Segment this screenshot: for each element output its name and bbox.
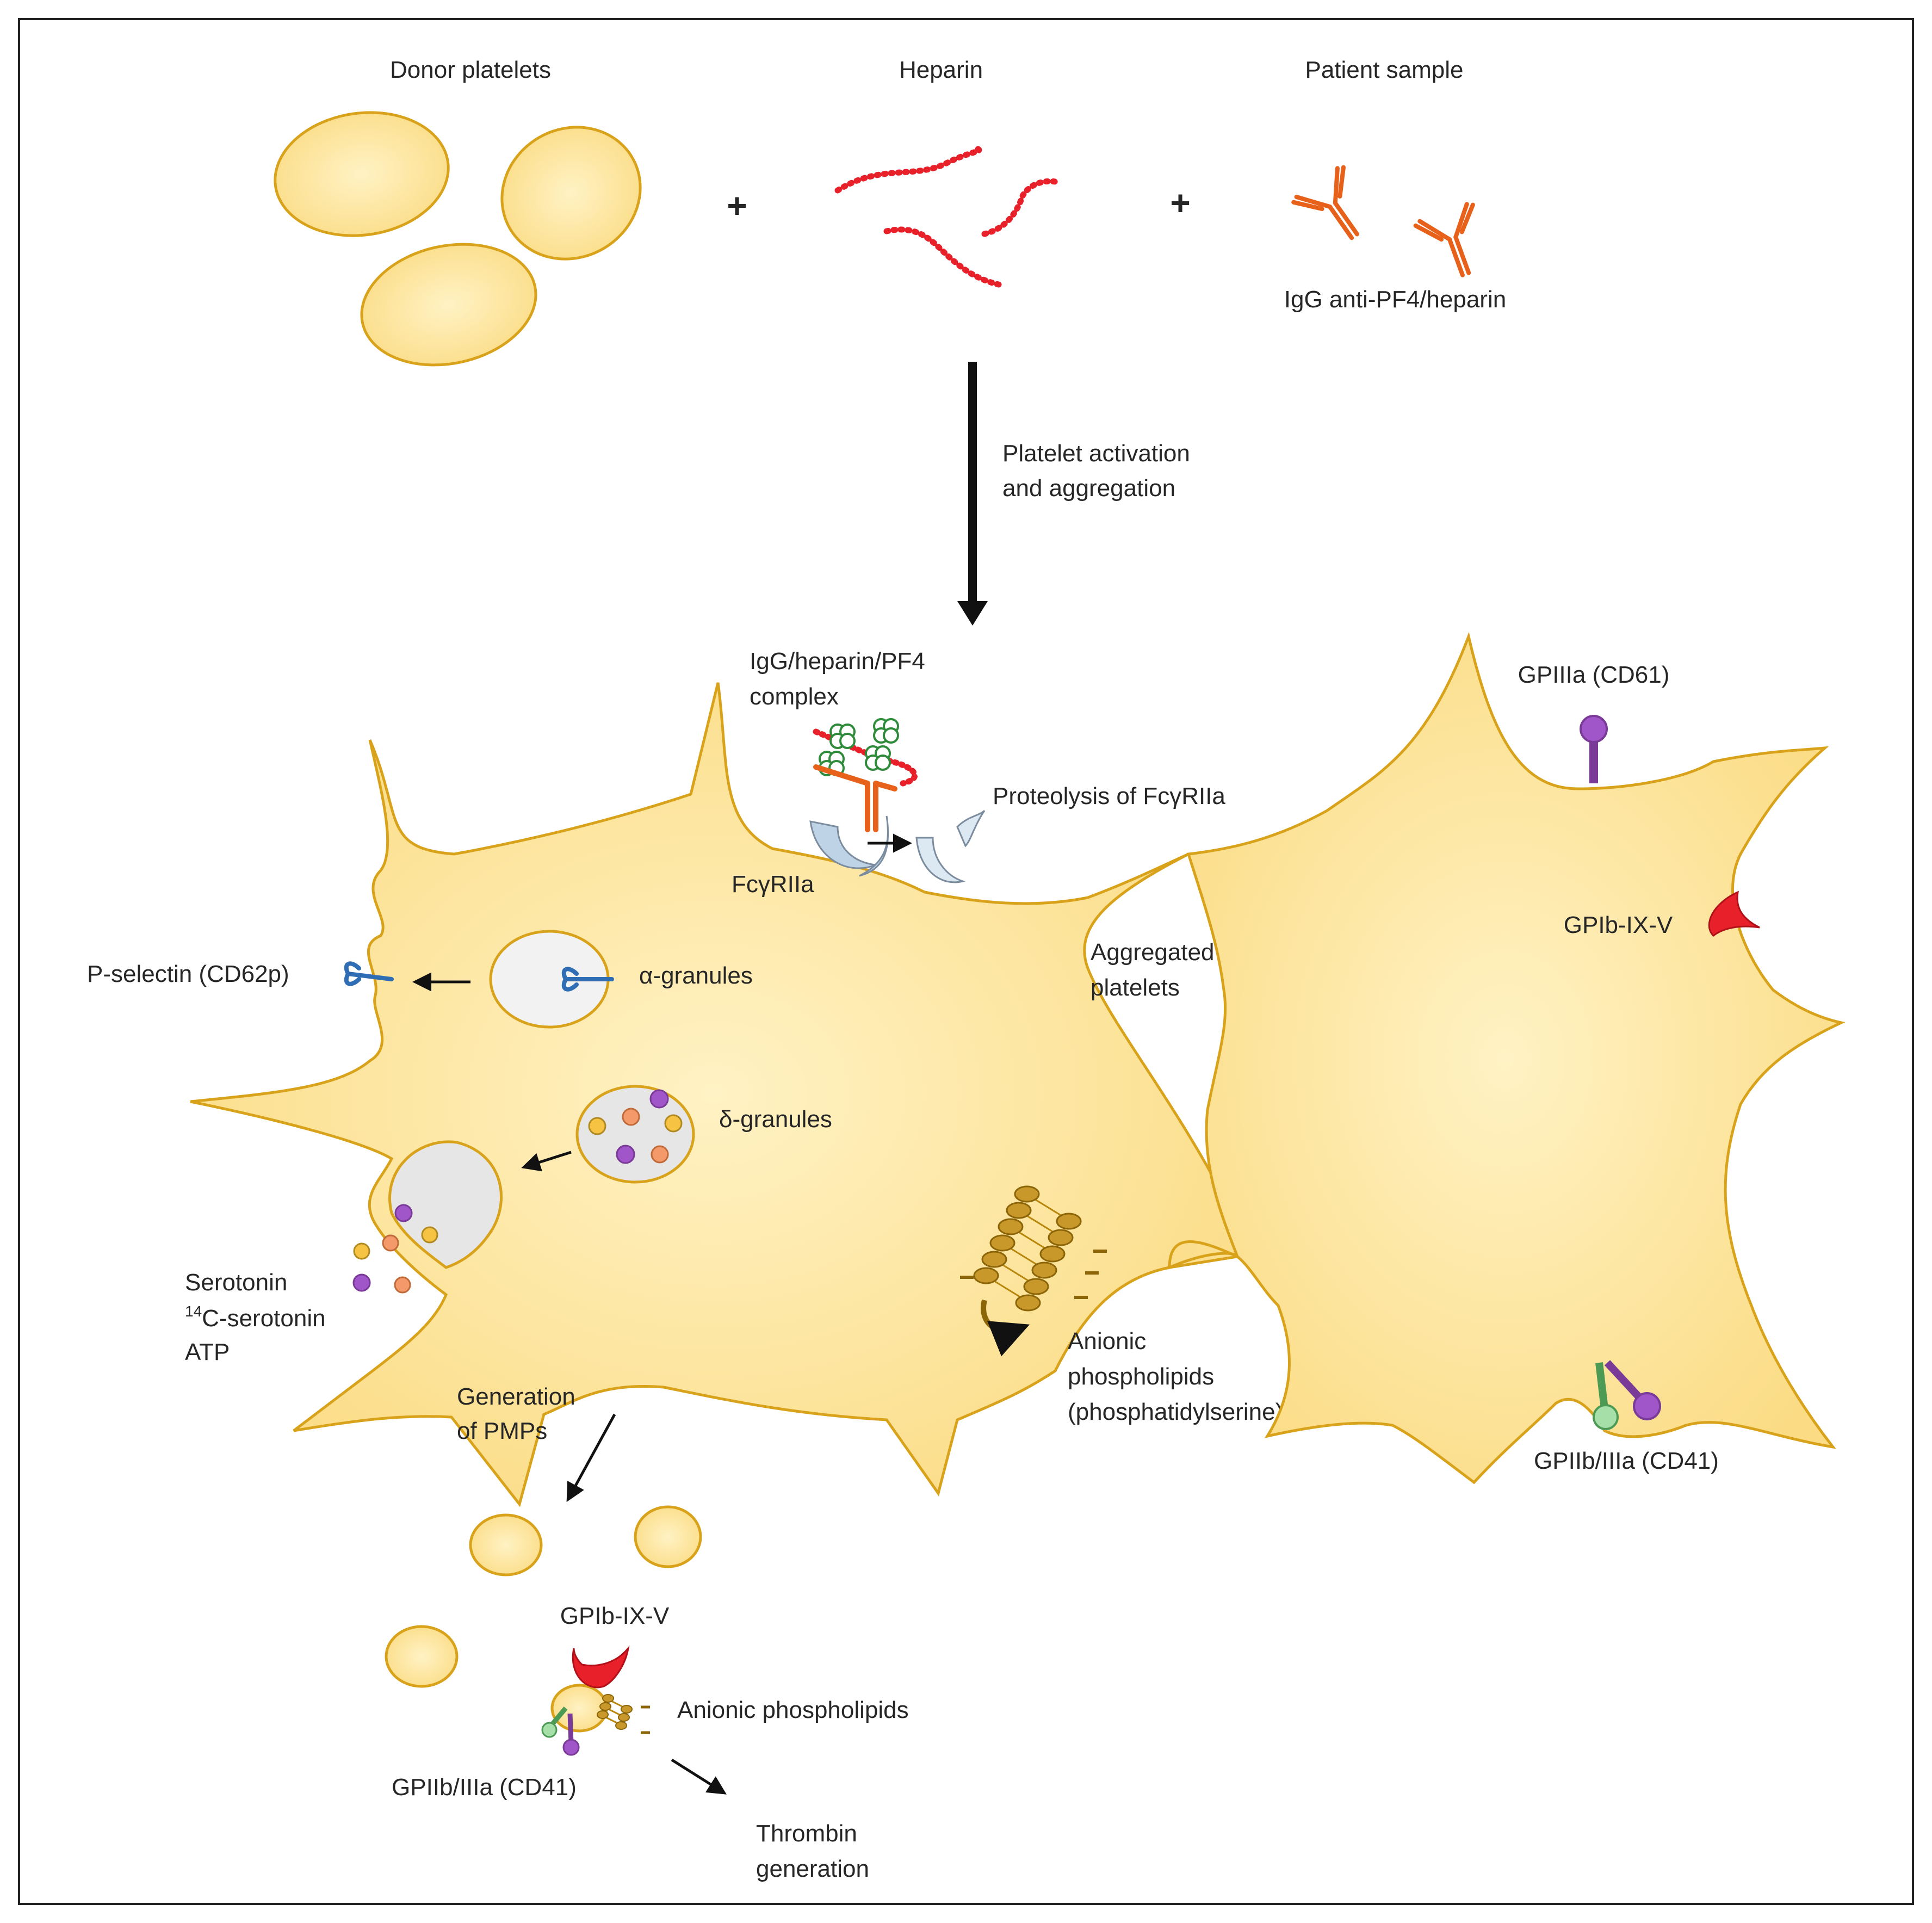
cleaved-fcgriia-fragment bbox=[956, 809, 986, 848]
surface-p-selectin-icon bbox=[344, 961, 394, 986]
anionic-label: (phosphatidylserine) bbox=[1068, 1399, 1283, 1425]
delta-granule-contents bbox=[588, 1089, 683, 1164]
c14-serotonin-label: 14C-serotonin bbox=[185, 1303, 326, 1332]
gpiib-iiia-icon bbox=[1593, 1360, 1661, 1430]
pmp-gpiib-iiia-icon bbox=[541, 1706, 580, 1756]
granule-dot bbox=[649, 1089, 669, 1109]
antibody-icon bbox=[1413, 202, 1475, 277]
flip-arrow bbox=[981, 1299, 1030, 1357]
heparin-chain bbox=[834, 145, 982, 194]
pmp-gpiib-label: GPIIb/IIIa (CD41) bbox=[392, 1774, 577, 1801]
figure-frame bbox=[18, 18, 1914, 1905]
c14-text: C-serotonin bbox=[202, 1305, 325, 1332]
heparin-chain bbox=[981, 178, 1061, 237]
pmp-label: of PMPs bbox=[457, 1418, 547, 1444]
complex-label: complex bbox=[750, 683, 839, 710]
heparin-label: Heparin bbox=[899, 57, 983, 83]
antibody-icon bbox=[1291, 165, 1359, 240]
cleaved-fcgriia-cup bbox=[915, 837, 966, 883]
alpha-granules-label: α-granules bbox=[639, 962, 753, 989]
granule-dot bbox=[352, 1273, 371, 1292]
granule-dot bbox=[382, 1234, 399, 1252]
granule-dot bbox=[616, 1145, 635, 1164]
gpib-icon bbox=[1708, 891, 1760, 937]
igg-antibodies bbox=[1291, 165, 1475, 277]
anionic-label: phospholipids bbox=[1068, 1363, 1214, 1390]
thrombin-label: generation bbox=[756, 1856, 869, 1882]
thrombin-arrow bbox=[671, 1758, 727, 1795]
pf4-tetramers bbox=[819, 718, 899, 776]
fcgriia-label: FcγRIIa bbox=[732, 871, 814, 898]
granule-dot bbox=[394, 1204, 413, 1222]
granule-dot bbox=[664, 1114, 683, 1133]
patient-sample-label: Patient sample bbox=[1305, 57, 1463, 83]
pmp-gpib-label: GPIb-IX-V bbox=[560, 1603, 670, 1629]
granule-dot bbox=[421, 1226, 438, 1244]
serotonin-label: Serotonin bbox=[185, 1269, 287, 1296]
granule-dot bbox=[588, 1117, 606, 1135]
gpiib-iiia-label: GPIIb/IIIa (CD41) bbox=[1534, 1448, 1719, 1474]
atp-label: ATP bbox=[185, 1339, 230, 1365]
p-selectin-label: P-selectin (CD62p) bbox=[87, 961, 289, 987]
phospholipid-bilayer bbox=[960, 1185, 1107, 1357]
gpiiia-label: GPIIIa (CD61) bbox=[1518, 661, 1670, 688]
cleaved-fcgriia bbox=[915, 809, 986, 883]
microparticle bbox=[550, 1684, 608, 1733]
activation-label: and aggregation bbox=[1002, 475, 1175, 502]
microparticle bbox=[385, 1625, 459, 1688]
gpiiia-icon bbox=[1580, 715, 1608, 783]
donor-platelet bbox=[500, 126, 642, 261]
delta-granule-arrow bbox=[521, 1151, 572, 1172]
pmp-arrow bbox=[566, 1413, 616, 1502]
donor-platelets bbox=[274, 111, 642, 367]
activated-platelet-left bbox=[190, 682, 1240, 1507]
granule-dot bbox=[353, 1242, 370, 1260]
microparticle bbox=[634, 1505, 702, 1568]
pmp-phospholipid-icon bbox=[597, 1694, 650, 1734]
plus-sign: + bbox=[1170, 183, 1190, 222]
activation-label: Platelet activation bbox=[1002, 440, 1190, 467]
proteolysis-label: Proteolysis of FcγRIIa bbox=[993, 783, 1225, 809]
microparticle bbox=[469, 1513, 543, 1576]
granule-dot bbox=[622, 1108, 640, 1126]
heparin-chain bbox=[883, 226, 1007, 289]
aggregated-platelet-right bbox=[1168, 632, 1846, 1485]
aggregated-label: platelets bbox=[1091, 974, 1180, 1001]
complex-label: IgG/heparin/PF4 bbox=[750, 648, 925, 675]
delta-granules-label: δ-granules bbox=[719, 1106, 832, 1133]
pmp-anionic-label: Anionic phospholipids bbox=[677, 1697, 909, 1723]
pmp-label: Generation bbox=[457, 1383, 575, 1410]
anionic-label: Anionic bbox=[1068, 1328, 1146, 1355]
secreting-granule bbox=[388, 1140, 503, 1269]
aggregated-label: Aggregated bbox=[1091, 939, 1215, 966]
c14-superscript: 14 bbox=[185, 1303, 202, 1320]
donor-platelets-label: Donor platelets bbox=[390, 57, 551, 83]
p-selectin-icon bbox=[561, 967, 614, 992]
donor-platelet bbox=[360, 243, 537, 367]
granule-dot bbox=[394, 1276, 411, 1294]
granule-dot bbox=[651, 1145, 669, 1164]
complex-antibody-icon bbox=[813, 764, 897, 832]
thrombin-label: Thrombin bbox=[756, 1820, 857, 1847]
released-contents bbox=[352, 1204, 438, 1294]
igg-anti-label: IgG anti-PF4/heparin bbox=[1284, 286, 1506, 313]
platelet-microparticles bbox=[385, 1505, 702, 1733]
activation-arrow-head bbox=[957, 601, 988, 626]
plus-sign: + bbox=[727, 186, 747, 225]
donor-platelet bbox=[274, 111, 450, 237]
igg-heparin-pf4-complex bbox=[813, 718, 918, 832]
pmp-gpib-icon bbox=[572, 1645, 630, 1689]
heparin-chains bbox=[834, 145, 1061, 289]
gpib-label: GPIb-IX-V bbox=[1564, 912, 1673, 938]
